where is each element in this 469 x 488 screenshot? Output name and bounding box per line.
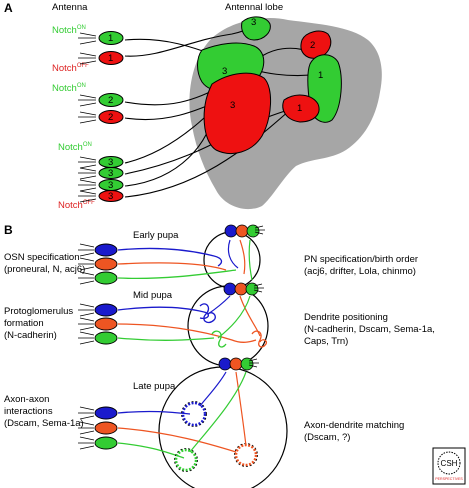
csh-perspectives-logo: CSH PERSPECTIVES (432, 447, 466, 485)
neuron-off (98, 110, 124, 124)
antenna-neurons (98, 31, 124, 202)
panel-b: B Early pupa OSN specification (proneura… (4, 223, 435, 488)
notch-on-label-1: NotchON (52, 25, 86, 36)
panel-b-label: B (4, 223, 13, 237)
glomerulus-number: 2 (310, 40, 315, 51)
logo-text: CSH (441, 459, 458, 468)
notch-off-label-2: NotchOFF (58, 200, 95, 211)
antenna-title: Antenna (52, 2, 88, 13)
neuron-off (98, 51, 124, 65)
notch-on-label-3: NotchON (58, 142, 92, 153)
neuron-numbers: 1 1 2 2 3 3 3 3 (108, 33, 113, 202)
neuron-number: 1 (108, 53, 113, 64)
glomerulus-3-small (241, 16, 271, 41)
glomerulus-number: 3 (251, 17, 256, 28)
logo-subtext: PERSPECTIVES (435, 477, 463, 481)
right-label-line: (acj6, drifter, Lola, chinmo) (304, 266, 416, 277)
glomerulus-number: 1 (297, 103, 302, 114)
neuron-on (98, 31, 124, 45)
neuron-off (98, 190, 124, 202)
stage-late-pupa: Late pupa (133, 381, 176, 392)
panel-a-label: A (4, 1, 13, 15)
neuron-number: 1 (108, 33, 113, 44)
neuron-on (98, 93, 124, 107)
glomeruli (197, 16, 342, 154)
cilia (78, 32, 97, 203)
stage-mid-pupa: Mid pupa (133, 290, 173, 301)
notch-off-label-1: NotchOFF (52, 63, 89, 74)
right-label-line: Axon-dendrite matching (304, 420, 404, 431)
glomerulus-2-red (300, 30, 332, 59)
neuron-number: 2 (108, 112, 113, 123)
left-label-line: (proneural, N, acj6) (4, 264, 85, 275)
left-label-line: (Dscam, Sema-1a) (4, 418, 84, 429)
right-label-line: Caps, Trn) (304, 336, 348, 347)
right-label-line: (Dscam, ?) (304, 432, 350, 443)
glomerulus-1-red (282, 94, 320, 123)
glomerulus-number: 1 (318, 70, 323, 81)
glomerulus-number: 3 (230, 100, 235, 111)
right-label-line: PN specification/birth order (304, 254, 418, 265)
neuron-number: 3 (108, 157, 113, 168)
left-label-line: interactions (4, 406, 53, 417)
neuron-number: 3 (108, 168, 113, 179)
left-label-line: Axon-axon (4, 394, 49, 405)
right-label-line: (N-cadherin, Dscam, Sema-1a, (304, 324, 435, 335)
notch-on-label-2: NotchON (52, 83, 86, 94)
neuron-number: 2 (108, 95, 113, 106)
lobe-outline-late (158, 366, 288, 488)
panel-a: A Antenna Antennal lobe NotchON NotchOFF… (4, 1, 382, 211)
left-label-line: Protoglomerulus (4, 306, 73, 317)
left-label-line: (N-cadherin) (4, 330, 57, 341)
glomerulus-3-red (203, 72, 272, 154)
right-label-line: Dendrite positioning (304, 312, 388, 323)
neuron-number: 3 (108, 191, 113, 202)
neuron-on (98, 167, 124, 179)
glomerulus-number: 3 (222, 66, 227, 77)
neuron-number: 3 (108, 180, 113, 191)
left-label-line: formation (4, 318, 44, 329)
antennal-lobe-title: Antennal lobe (225, 2, 283, 13)
stage-early-pupa: Early pupa (133, 230, 179, 241)
left-label-line: OSN specification (4, 252, 80, 263)
